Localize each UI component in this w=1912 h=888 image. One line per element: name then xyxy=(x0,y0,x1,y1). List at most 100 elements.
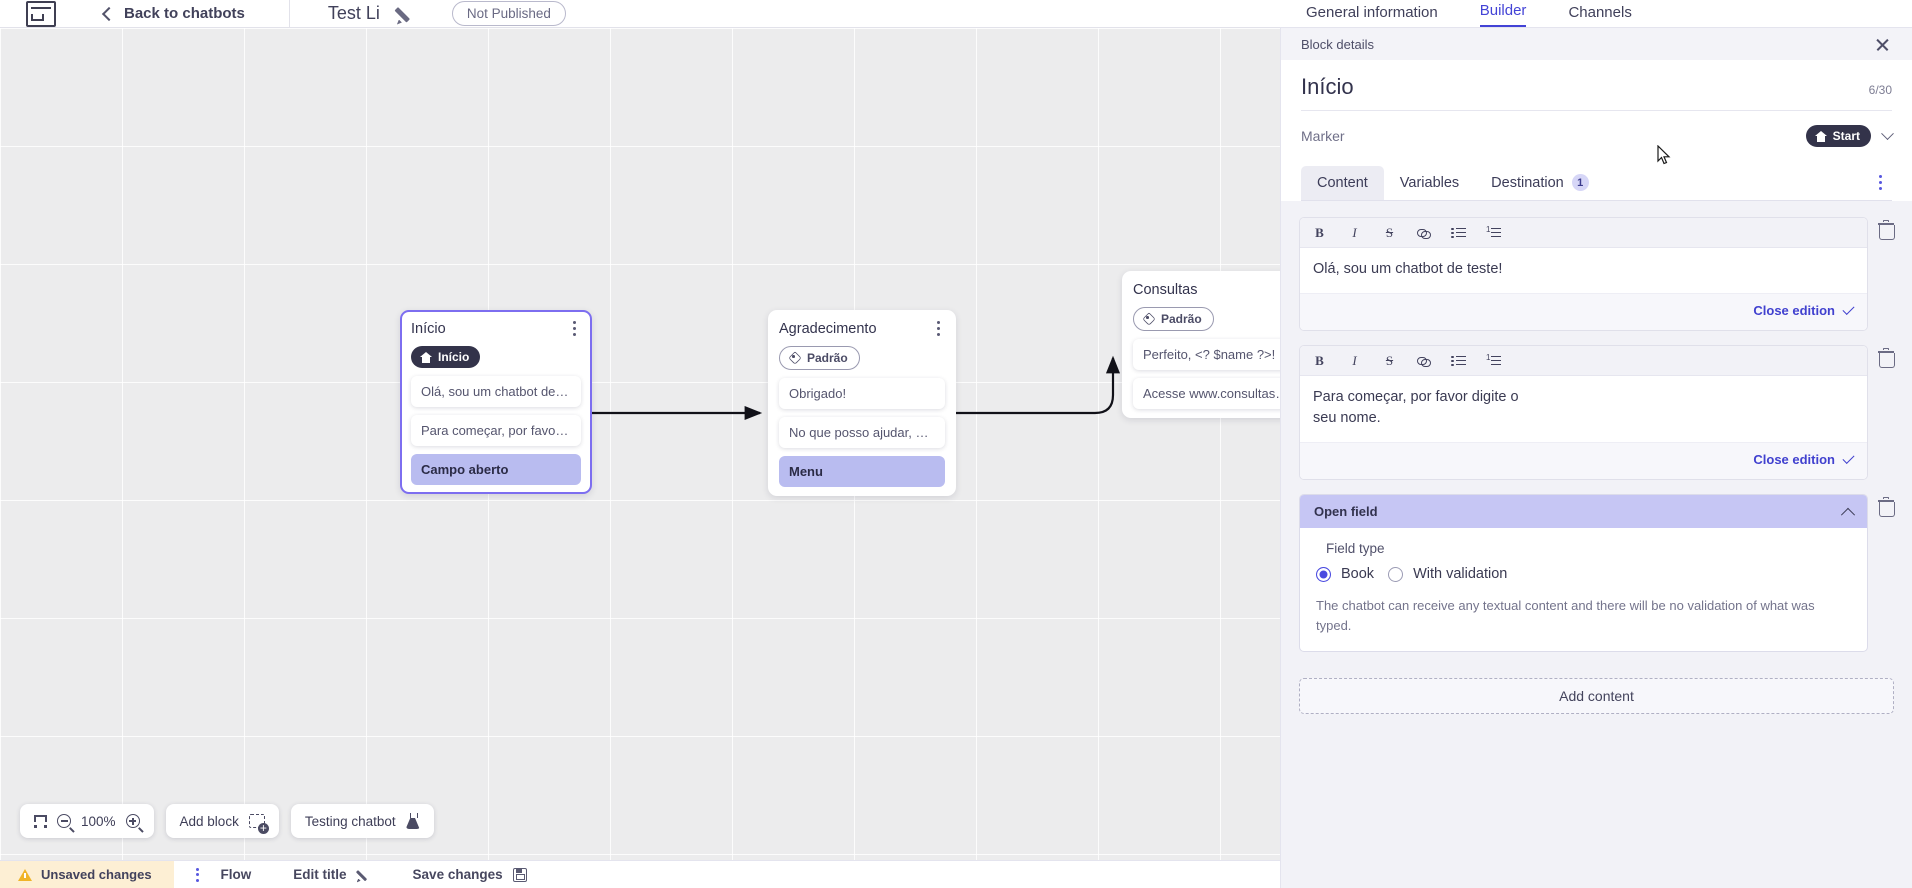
edit-title-pencil-icon[interactable] xyxy=(396,4,416,24)
node-menu-kebab-icon[interactable] xyxy=(931,321,945,336)
close-edition-button[interactable]: Close edition xyxy=(1753,452,1855,468)
node-message[interactable]: Acesse www.consultas.com par... xyxy=(1133,378,1299,409)
close-edition-label: Close edition xyxy=(1753,452,1835,468)
chevron-up-icon[interactable] xyxy=(1840,507,1856,522)
marker-control[interactable]: Start xyxy=(1805,125,1894,147)
radio-book[interactable]: Book xyxy=(1316,566,1374,582)
check-icon xyxy=(1842,452,1855,465)
node-message-highlighted[interactable]: Menu xyxy=(779,456,945,487)
node-message[interactable]: Para começar, por favor digite o ... xyxy=(411,415,581,446)
panel-body: Início 6/30 Marker Start Content xyxy=(1281,60,1912,888)
node-header: Início xyxy=(411,321,581,337)
unsaved-changes-label: Unsaved changes xyxy=(41,867,152,882)
editor-footer: Close edition xyxy=(1300,293,1867,331)
add-block-button[interactable]: Add block xyxy=(165,804,279,838)
delete-open-field-icon[interactable] xyxy=(1878,497,1895,518)
field-type-radio-group: Book With validation xyxy=(1316,566,1851,582)
chevron-left-icon xyxy=(101,6,117,21)
bullet-list-icon[interactable] xyxy=(1451,227,1466,239)
node-message-highlighted[interactable]: Campo aberto xyxy=(411,454,581,485)
bullet-list-icon[interactable] xyxy=(1451,355,1466,367)
italic-icon[interactable]: I xyxy=(1352,352,1357,368)
tag-icon xyxy=(789,352,801,364)
open-field-card: Open field Field type Book xyxy=(1299,494,1868,653)
italic-icon[interactable]: I xyxy=(1352,224,1357,240)
radio-with-validation[interactable]: With validation xyxy=(1388,566,1507,582)
bold-icon[interactable]: B xyxy=(1315,352,1324,368)
open-field-title: Open field xyxy=(1314,504,1378,520)
tab-content[interactable]: Content xyxy=(1301,165,1384,200)
add-block-label: Add block xyxy=(179,813,239,829)
flow-node-consultas[interactable]: Consultas Padrão Perfeito, <? $name ?>! … xyxy=(1122,271,1310,418)
home-icon xyxy=(420,351,432,363)
node-message[interactable]: No que posso ajudar, <? $name ... xyxy=(779,417,945,448)
close-edition-button[interactable]: Close edition xyxy=(1753,303,1855,319)
strikethrough-icon[interactable]: S xyxy=(1385,352,1394,368)
fit-to-screen-icon[interactable] xyxy=(34,814,47,828)
close-icon[interactable] xyxy=(1875,37,1890,52)
tab-builder[interactable]: Builder xyxy=(1479,2,1527,27)
marker-start-chip[interactable]: Start xyxy=(1805,125,1871,147)
tab-channels[interactable]: Channels xyxy=(1568,4,1632,21)
zoom-level-label: 100% xyxy=(81,813,116,829)
close-edition-label: Close edition xyxy=(1753,303,1835,319)
testing-chatbot-button[interactable]: Testing chatbot xyxy=(290,804,434,838)
tab-destination[interactable]: Destination 1 xyxy=(1475,165,1605,200)
open-field-header[interactable]: Open field xyxy=(1300,495,1867,529)
content-tabs-kebab-icon[interactable] xyxy=(1878,175,1882,190)
rich-text-editor[interactable]: B I S Olá, sou um chatbot de teste! Clos… xyxy=(1299,217,1868,332)
node-title: Agradecimento xyxy=(779,321,877,337)
tab-general-information[interactable]: General information xyxy=(1306,4,1438,21)
open-field-description: The chatbot can receive any textual cont… xyxy=(1316,598,1815,633)
strikethrough-icon[interactable]: S xyxy=(1385,224,1394,240)
node-chip-label: Início xyxy=(438,350,470,364)
pencil-icon xyxy=(357,868,371,882)
zoom-out-icon[interactable] xyxy=(57,814,71,828)
add-content-button[interactable]: Add content xyxy=(1299,678,1894,715)
tab-destination-label: Destination xyxy=(1491,174,1564,191)
panel-header-title: Block details xyxy=(1301,36,1374,52)
radio-dot xyxy=(1388,566,1404,582)
top-bar-divider xyxy=(288,0,290,28)
node-message[interactable]: Perfeito, <? $name ?>! xyxy=(1133,339,1299,370)
rich-text-editor[interactable]: B I S Para começar, por favor digite o s… xyxy=(1299,345,1868,481)
marker-row: Marker Start xyxy=(1301,111,1894,157)
chatbot-title: Test Li xyxy=(327,3,380,23)
node-message[interactable]: Olá, sou um chatbot de teste! xyxy=(411,376,581,407)
numbered-list-icon[interactable] xyxy=(1486,225,1501,239)
tab-variables[interactable]: Variables xyxy=(1384,166,1475,200)
flow-node-agradecimento[interactable]: Agradecimento Padrão Obrigado! No que po… xyxy=(768,310,956,496)
block-title: Início xyxy=(1301,74,1354,99)
node-chip-label: Padrão xyxy=(1161,312,1202,326)
zoom-in-icon[interactable] xyxy=(125,814,140,828)
numbered-list-icon[interactable] xyxy=(1486,353,1501,367)
node-message[interactable]: Obrigado! xyxy=(779,378,945,409)
link-icon[interactable] xyxy=(1417,355,1431,367)
canvas-controls: 100% Add block Testing chatbot xyxy=(20,804,434,838)
save-changes-button[interactable]: Save changes xyxy=(413,867,527,882)
add-content-label: Add content xyxy=(1559,688,1634,705)
warning-icon xyxy=(18,868,32,881)
link-icon[interactable] xyxy=(1417,227,1431,239)
editor-text[interactable]: Olá, sou um chatbot de teste! xyxy=(1300,248,1867,294)
delete-content-icon[interactable] xyxy=(1878,348,1895,369)
flow-node-inicio[interactable]: Início Início Olá, sou um chatbot de tes… xyxy=(400,310,592,494)
editor-toolbar: B I S xyxy=(1300,218,1867,248)
node-menu-kebab-icon[interactable] xyxy=(567,321,581,336)
status-bar-kebab-icon[interactable] xyxy=(195,867,199,882)
flow-button[interactable]: Flow xyxy=(221,867,252,882)
content-tab-bar: Content Variables Destination 1 xyxy=(1301,165,1892,201)
home-icon xyxy=(1814,130,1827,142)
editor-text[interactable]: Para começar, por favor digite o seu nom… xyxy=(1300,376,1550,443)
edge-agradecimento-consultas xyxy=(956,355,1121,415)
node-chip-start: Início xyxy=(411,346,481,368)
bold-icon[interactable]: B xyxy=(1315,224,1324,240)
chevron-down-icon[interactable] xyxy=(1881,126,1894,140)
edit-title-button[interactable]: Edit title xyxy=(293,867,370,882)
delete-content-icon[interactable] xyxy=(1878,220,1895,240)
back-to-chatbots-button[interactable]: Back to chatbots xyxy=(101,5,245,22)
save-changes-label: Save changes xyxy=(412,867,503,882)
zoom-control-group[interactable]: 100% xyxy=(20,804,154,838)
node-title: Consultas xyxy=(1133,282,1198,298)
